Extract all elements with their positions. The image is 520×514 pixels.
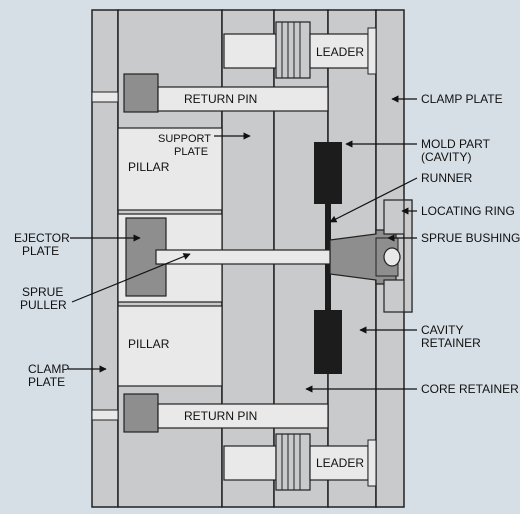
- label-mold-part-1: MOLD PART: [421, 137, 491, 151]
- label-sprue-bushing: SPRUE BUSHING: [421, 231, 520, 245]
- label-ejector-plate-1: EJECTOR: [14, 231, 70, 245]
- arrow-runner: [329, 177, 418, 223]
- locating-ring: [383, 199, 413, 313]
- pillar-top: [117, 127, 223, 211]
- pillar-bottom: [117, 305, 223, 387]
- label-pillar-bottom: PILLAR: [128, 337, 170, 351]
- label-core-retainer: CORE RETAINER: [421, 382, 519, 396]
- leader-arrows: [68, 95, 418, 393]
- label-sprue-puller-2: PULLER: [20, 298, 67, 312]
- label-clamp-plate-right: CLAMP PLATE: [421, 92, 503, 106]
- label-leader-top: LEADER: [316, 45, 364, 59]
- arrow-sprue-puller: [71, 253, 191, 303]
- label-pillar-top: PILLAR: [128, 160, 170, 174]
- label-clamp-plate-left-1: CLAMP: [28, 362, 69, 376]
- label-support-plate-1: SUPPORT: [158, 133, 211, 145]
- label-return-pin-bottom: RETURN PIN: [184, 409, 257, 423]
- leader-top: [223, 21, 377, 79]
- label-leader-bottom: LEADER: [316, 456, 364, 470]
- return-pin-bottom: [91, 393, 329, 433]
- label-return-pin-top: RETURN PIN: [184, 92, 257, 106]
- label-runner: RUNNER: [421, 171, 473, 185]
- mold-part-bottom: [314, 310, 342, 374]
- sprue-puller: [155, 249, 331, 265]
- mold-part-top: [314, 142, 342, 204]
- label-ejector-plate-2: PLATE: [22, 244, 59, 258]
- label-sprue-puller-1: SPRUE: [22, 285, 63, 299]
- label-mold-part-2: (CAVITY): [421, 150, 471, 164]
- label-clamp-plate-left-2: PLATE: [28, 375, 65, 389]
- left-clamp-plate: [91, 9, 119, 508]
- label-locating-ring: LOCATING RING: [421, 204, 515, 218]
- leader-bottom: [223, 433, 377, 491]
- label-cavity-retainer-1: CAVITY: [421, 323, 463, 337]
- return-pin-top: [91, 73, 329, 113]
- label-cavity-retainer-2: RETAINER: [421, 336, 481, 350]
- sprue-tip: [383, 247, 401, 267]
- label-support-plate-2: PLATE: [174, 146, 208, 158]
